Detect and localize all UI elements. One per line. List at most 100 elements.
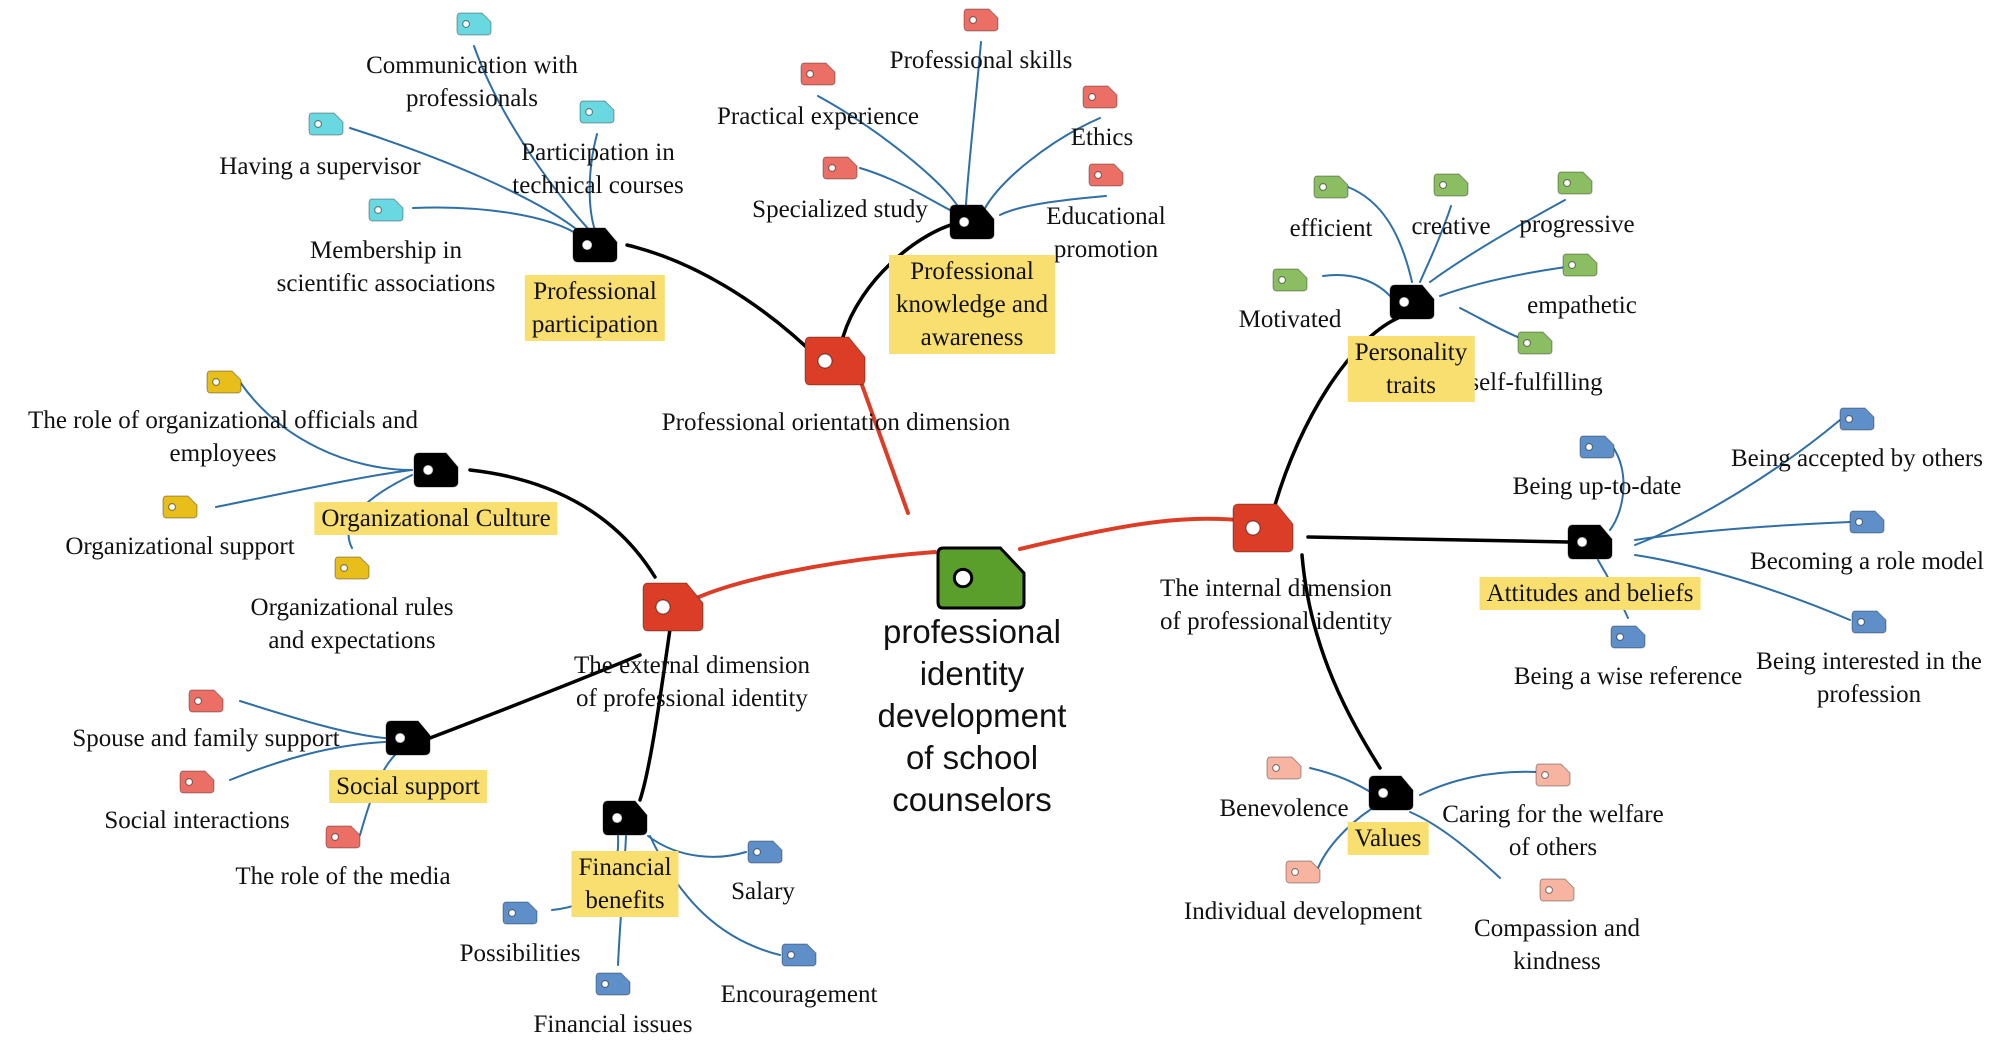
leaf-link xyxy=(1634,554,1851,621)
category-label: Attitudes and beliefs xyxy=(1479,577,1701,610)
category-label-line: Values xyxy=(1354,825,1422,852)
dimension-tag-icon xyxy=(642,582,704,632)
leaf-link xyxy=(215,469,413,508)
leaf-label: self-fulfilling xyxy=(1469,366,1602,399)
category-label-line: benefits xyxy=(585,887,665,914)
leaf-tag-icon xyxy=(1849,510,1885,534)
leaf-label: empathetic xyxy=(1527,289,1637,322)
leaf-label: Becoming a role model xyxy=(1750,545,1984,578)
category-label-line: Personality xyxy=(1354,339,1468,366)
dimension-label: The internal dimension of professional id… xyxy=(1160,572,1392,638)
leaf-tag-icon xyxy=(1266,756,1302,780)
leaf-label-line: profession xyxy=(1816,681,1922,708)
dimension-label-line: The external dimension xyxy=(573,652,811,679)
leaf-link xyxy=(229,741,386,781)
category-link xyxy=(468,468,657,579)
leaf-label-line: empathetic xyxy=(1527,292,1637,319)
leaf-label: Social interactions xyxy=(104,804,289,837)
leaf-label-line: Practical experience xyxy=(717,103,919,130)
leaf-label-line: Educational xyxy=(1046,203,1166,230)
category-tag-icon xyxy=(385,720,431,756)
leaf-tag-icon xyxy=(1082,85,1118,109)
leaf-label-line: scientific associations xyxy=(276,270,496,297)
leaf-label-line: Benevolence xyxy=(1219,795,1349,822)
leaf-tag-icon xyxy=(781,943,817,967)
leaf-label: Spouse and family support xyxy=(72,722,339,755)
root-label-line: professional xyxy=(883,613,1061,650)
leaf-tag-icon xyxy=(325,825,361,849)
root-label-line: development xyxy=(877,697,1067,734)
leaf-link xyxy=(1634,419,1841,546)
leaf-label-line: self-fulfilling xyxy=(1469,369,1603,396)
leaf-link xyxy=(1459,307,1521,339)
leaf-label-line: efficient xyxy=(1289,215,1373,242)
leaf-tag-icon xyxy=(1562,253,1598,277)
leaf-tag-icon xyxy=(162,495,198,519)
root-label-line: identity xyxy=(919,655,1025,692)
dimension-link xyxy=(860,383,910,515)
leaf-link xyxy=(999,195,1107,216)
leaf-tag-icon xyxy=(1851,610,1887,634)
leaf-link xyxy=(473,45,596,237)
leaf-label-line: Caring for the welfare xyxy=(1442,801,1664,828)
leaf-tag-icon xyxy=(963,8,999,32)
leaf-label-line: Professional skills xyxy=(889,47,1073,74)
leaf-link xyxy=(239,700,386,739)
leaf-link xyxy=(1429,199,1566,283)
leaf-label-line: Organizational support xyxy=(65,533,295,560)
category-tag-icon xyxy=(572,227,618,263)
leaf-link xyxy=(239,381,413,471)
dimension-link xyxy=(1018,516,1252,551)
leaf-label-line: Being up-to-date xyxy=(1512,473,1682,500)
leaf-label: Being accepted by others xyxy=(1731,442,1983,475)
leaf-label-line: The role of organizational officials and xyxy=(28,407,418,434)
leaf-label: Organizational support xyxy=(65,530,294,563)
dimension-label-line: of professional identity xyxy=(1160,608,1392,635)
dimension-tag-icon xyxy=(1232,503,1294,553)
leaf-label: Professional skills xyxy=(890,44,1073,77)
category-tag-icon xyxy=(1389,284,1435,320)
leaf-label-line: technical courses xyxy=(512,172,684,199)
leaf-link xyxy=(859,167,951,211)
category-label: Organizational Culture xyxy=(314,502,558,535)
leaf-tag-icon xyxy=(579,100,615,124)
leaf-label-line: employees xyxy=(169,440,277,467)
leaf-label-line: Encouragement xyxy=(720,981,878,1008)
category-label-line: Attitudes and beliefs xyxy=(1486,580,1694,607)
category-label-line: Professional xyxy=(910,258,1034,285)
root-label-line: counselors xyxy=(892,781,1052,818)
category-label-line: awareness xyxy=(920,324,1024,351)
leaf-tag-icon xyxy=(1433,173,1469,197)
leaf-label-line: Having a supervisor xyxy=(219,153,421,180)
leaf-label: creative xyxy=(1411,210,1490,243)
dimension-label-line: The internal dimension xyxy=(1160,575,1392,602)
category-tag-icon xyxy=(602,800,648,836)
leaf-label-line: Membership in xyxy=(309,237,463,264)
category-label-line: traits xyxy=(1386,372,1436,399)
leaf-link xyxy=(588,133,598,233)
category-label: Social support xyxy=(329,770,487,803)
root-tag-icon xyxy=(936,546,1026,610)
leaf-label-line: Salary xyxy=(731,878,795,905)
category-label-line: Social support xyxy=(336,773,480,800)
leaf-label: Specialized study xyxy=(752,193,928,226)
leaf-link xyxy=(647,835,747,858)
dimension-label-line: Professional orientation dimension xyxy=(661,409,1011,436)
leaf-link xyxy=(1609,445,1625,531)
leaf-label: Benevolence xyxy=(1219,792,1348,825)
leaf-tag-icon xyxy=(595,972,631,996)
leaf-link xyxy=(1309,767,1376,796)
leaf-label: Ethics xyxy=(1071,121,1134,154)
leaf-label-line: Spouse and family support xyxy=(72,725,340,752)
leaf-label: Being up-to-date xyxy=(1513,470,1682,503)
leaf-label: Encouragement xyxy=(721,978,878,1011)
category-tag-icon xyxy=(949,204,995,240)
leaf-label-line: kindness xyxy=(1513,948,1601,975)
category-label: Personality traits xyxy=(1347,336,1475,402)
